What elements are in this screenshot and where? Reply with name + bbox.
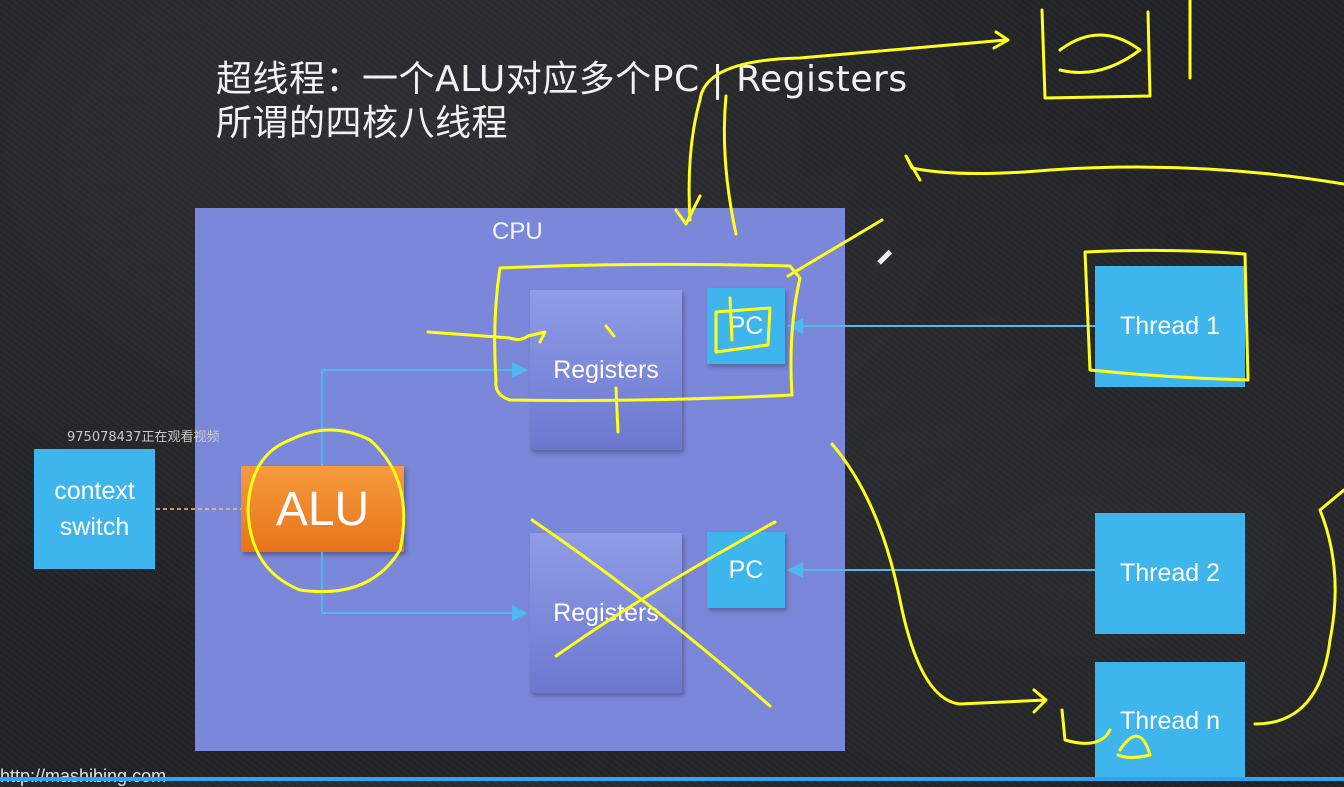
curve-right-edge — [1253, 488, 1344, 726]
pencil-cursor-icon — [874, 248, 894, 268]
arrow-to-top-right — [687, 38, 1008, 222]
context-switch-box: context switch — [34, 449, 155, 569]
pc-top-label: PC — [728, 311, 764, 340]
pc-box-bottom: PC — [707, 532, 785, 608]
context-switch-line1: context — [54, 477, 135, 505]
pc-scribble-top — [714, 296, 772, 354]
thread-n-scribble — [1060, 708, 1152, 759]
slide-title-line2: 所谓的四核八线程 — [216, 103, 509, 144]
context-switch-line2: switch — [59, 513, 130, 541]
alu-to-registers-bottom-connector — [321, 552, 528, 621]
slide-title-line1: 超线程：一个ALU对应多个PC | Registers — [216, 59, 908, 100]
alu-circle — [246, 428, 406, 594]
alu-label: ALU — [275, 482, 370, 536]
thread-n-label: Thread n — [1119, 707, 1221, 735]
hyper-thread-context-outline — [493, 262, 802, 402]
cpu-drawing-top-right — [1040, 0, 1192, 100]
curve-to-thread-n — [830, 442, 1048, 714]
connectors — [321, 318, 1095, 621]
thread-1-label: Thread 1 — [1119, 312, 1221, 340]
thread-2-label: Thread 2 — [1119, 559, 1221, 587]
registers-top-label: Registers — [553, 355, 659, 384]
pc-bottom-label: PC — [728, 555, 764, 584]
arrow-from-right — [904, 154, 1344, 186]
yellow-annotations — [246, 0, 1344, 759]
cpu-label: CPU — [492, 218, 543, 245]
slide-title: 超线程：一个ALU对应多个PC | Registers 所谓的四核八线程 — [216, 58, 908, 146]
viewer-watermark: 975078437正在观看视频 — [67, 430, 220, 445]
bottom-progress-bar — [0, 777, 1344, 781]
alu-box: ALU — [241, 466, 404, 552]
thread-n-box: Thread n — [1095, 662, 1245, 781]
thread-2-box: Thread 2 — [1095, 513, 1245, 634]
thread-1-box: Thread 1 — [1095, 266, 1245, 387]
registers-box-top: Registers — [530, 290, 682, 450]
cross-out-bottom — [530, 518, 772, 708]
thread1-outline — [1083, 248, 1250, 382]
alu-to-registers-top-connector — [321, 362, 528, 466]
